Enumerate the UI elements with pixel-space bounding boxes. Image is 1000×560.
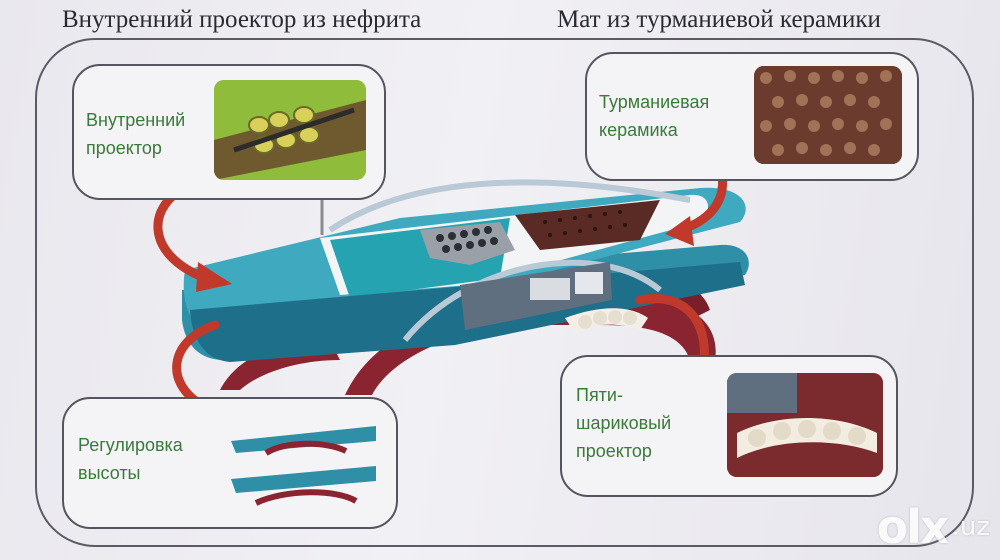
photo-tourmaline-mat bbox=[754, 66, 902, 164]
olx-logo: olx bbox=[876, 500, 950, 554]
callout-tourmaline: Турманиевая керамика bbox=[585, 52, 919, 181]
heading-tourmaline-mat: Мат из турманиевой керамики bbox=[557, 6, 881, 33]
callout-height-adjust: Регулировка высоты bbox=[62, 397, 398, 529]
brochure-frame bbox=[35, 38, 974, 547]
photo-five-ball-roller bbox=[727, 373, 883, 477]
callout-inner-projector: Внутренний проектор bbox=[72, 64, 386, 200]
olx-watermark: olx .uz bbox=[877, 500, 990, 554]
label-five-ball-projector: Пяти- шариковый проектор bbox=[576, 385, 672, 461]
olx-tld: .uz bbox=[951, 512, 990, 542]
callout-five-ball-projector: Пяти- шариковый проектор bbox=[560, 355, 898, 497]
label-inner-projector: Внутренний проектор bbox=[86, 110, 186, 158]
photo-height-positions bbox=[226, 411, 381, 511]
label-height-adjust: Регулировка высоты bbox=[78, 435, 183, 483]
label-tourmaline: Турманиевая керамика bbox=[599, 92, 710, 140]
heading-jade-projector: Внутренний проектор из нефрита bbox=[62, 6, 422, 33]
photo-jade-rollers bbox=[214, 80, 366, 180]
